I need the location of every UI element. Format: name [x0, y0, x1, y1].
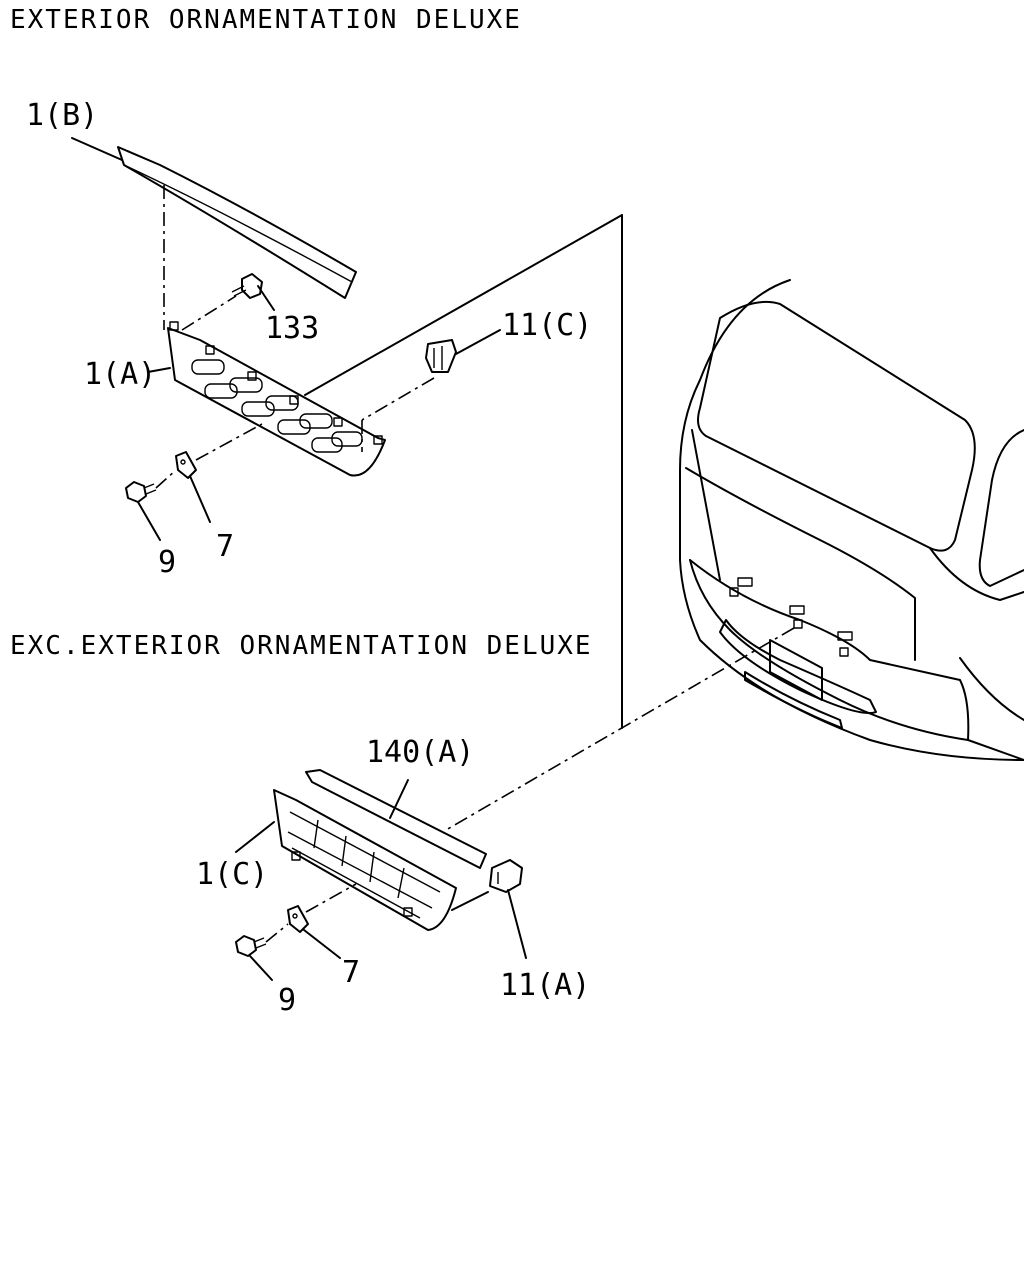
leader-7-bottom [303, 929, 341, 959]
alignment-line-9-top [155, 469, 177, 489]
callout-9-top: 9 [158, 545, 176, 580]
heading-deluxe: EXTERIOR ORNAMENTATION DELUXE [10, 5, 522, 35]
molding-140a [305, 769, 487, 869]
grille-1c [273, 789, 457, 931]
leader-1c [235, 821, 275, 853]
callout-11a: 11(A) [500, 968, 590, 1003]
callout-11c: 11(C) [502, 308, 592, 343]
alignment-line-11c [361, 377, 435, 421]
screw-9-bottom [235, 935, 267, 957]
heading-exc-deluxe: EXC.EXTERIOR ORNAMENTATION DELUXE [10, 631, 593, 661]
callout-1c: 1(C) [196, 857, 268, 892]
callout-133: 133 [265, 311, 319, 346]
callout-1a: 1(A) [84, 357, 156, 392]
van-front-illustration [679, 279, 1024, 761]
leader-140a [389, 779, 409, 819]
alignment-line-7-top [195, 423, 263, 461]
callout-140a: 140(A) [366, 735, 474, 770]
callout-9-bottom: 9 [278, 983, 296, 1018]
leader-7-top [189, 475, 211, 523]
alignment-line-9-bottom [265, 923, 289, 943]
clip-11a [489, 859, 523, 893]
leader-9-top [137, 501, 161, 541]
callout-1b: 1(B) [26, 98, 98, 133]
alignment-line-7-bottom [305, 883, 357, 913]
alignment-line-van [445, 627, 795, 831]
leader-133 [257, 285, 275, 311]
leader-1a [147, 367, 171, 373]
leader-9-bottom [249, 955, 273, 981]
screw-9-top [125, 481, 157, 503]
screw-133 [231, 273, 263, 299]
bracket-7-top [175, 451, 197, 479]
clip-11a-link [451, 891, 489, 911]
alignment-line-133 [181, 295, 237, 331]
callout-7-top: 7 [216, 529, 234, 564]
leader-11a [507, 889, 527, 959]
leader-1b [71, 137, 123, 161]
callout-7-bottom: 7 [342, 955, 360, 990]
bracket-7-bottom [287, 905, 309, 933]
leader-11c [455, 329, 501, 355]
clip-11c [425, 339, 457, 373]
divider-top-link [304, 214, 623, 396]
upper-molding-1b [117, 146, 357, 299]
